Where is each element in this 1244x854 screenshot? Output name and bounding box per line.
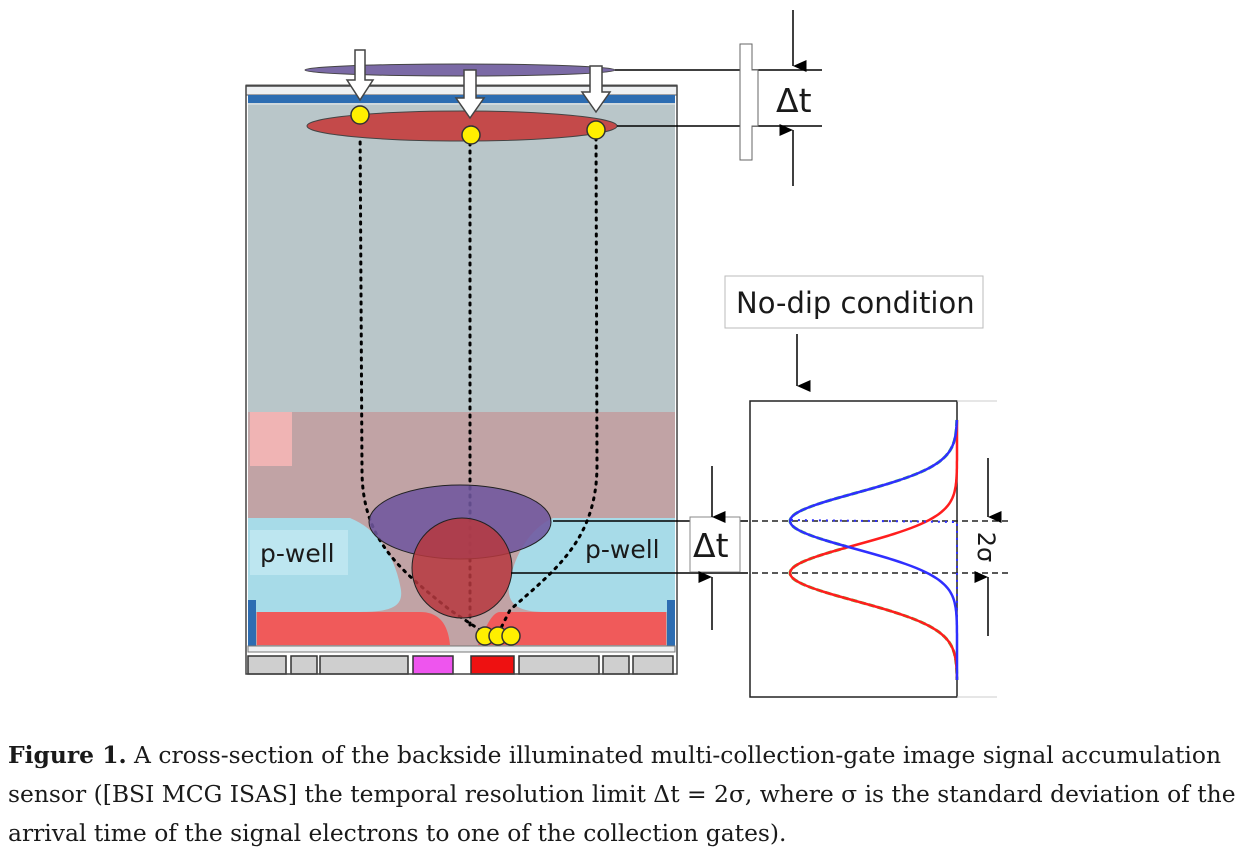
no-dip-label-box (724, 275, 984, 329)
n-layer-left (257, 612, 450, 645)
p-well-right-label: p-well (585, 535, 660, 564)
sensor-cross-section: p-well p-well (245, 49, 678, 675)
lower-charge-cloud (411, 517, 513, 619)
sensor-figure: p-well p-well Δt Δt No-dip condition (245, 10, 1010, 698)
p-well-left-label: p-well (260, 539, 335, 568)
gate-magenta (412, 655, 454, 675)
pink-marker (250, 412, 292, 466)
two-sigma-label: 2σ (972, 532, 1000, 562)
sensor-bulk (248, 100, 675, 412)
generated-electrons (350, 105, 606, 145)
blue-dotted-overlay (788, 419, 958, 680)
delta-t-top-label: Δt (776, 81, 812, 120)
no-dip-panel: No-dip condition 2σ (724, 275, 1010, 698)
red-distribution-curve (788, 420, 959, 680)
collected-electrons (475, 626, 521, 646)
top-delta-t: Δt (615, 10, 822, 186)
no-dip-label: No-dip condition (736, 286, 975, 320)
bottom-delta-t: Δt (511, 466, 748, 630)
caption-text: A cross-section of the backside illumina… (8, 741, 1236, 847)
delta-t-bottom-label: Δt (693, 526, 729, 565)
side-bar-left (248, 600, 256, 646)
n-layer-right (478, 612, 666, 645)
figure-caption: Figure 1. A cross-section of the backsid… (8, 736, 1240, 853)
incident-arrows (345, 49, 612, 120)
side-bar-right (667, 600, 675, 646)
p-well-right (508, 518, 675, 612)
gate-red (470, 655, 515, 675)
gate-row (247, 655, 674, 675)
caption-label: Figure 1. (8, 741, 127, 769)
light-pulse (304, 63, 616, 77)
bottom-strip (247, 645, 676, 653)
p-well-left-label-bg (250, 530, 348, 575)
